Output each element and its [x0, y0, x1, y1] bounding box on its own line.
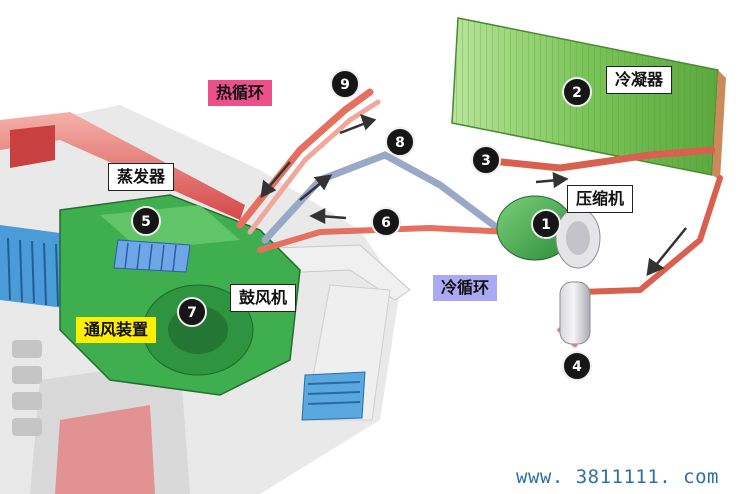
blower-label: 鼓风机 [230, 284, 297, 312]
marker-1: 1 [531, 209, 561, 239]
compressor-label: 压缩机 [567, 185, 634, 213]
marker-6-text: 6 [381, 215, 391, 231]
marker-8: 8 [385, 127, 415, 157]
marker-1-text: 1 [541, 217, 551, 233]
marker-6: 6 [371, 207, 401, 237]
marker-9-text: 9 [340, 77, 350, 93]
watermark-url: www. 3811111. com [516, 466, 719, 488]
marker-5-text: 5 [141, 214, 151, 230]
condenser-label: 冷凝器 [606, 66, 673, 94]
evaporator-core [113, 239, 191, 273]
marker-2-text: 2 [572, 85, 582, 101]
marker-3: 3 [471, 145, 501, 175]
marker-2: 2 [562, 77, 592, 107]
number-markers: 1 2 3 4 5 6 7 8 9 [131, 69, 592, 381]
receiver-drier [559, 281, 591, 345]
marker-7-text: 7 [187, 305, 197, 321]
marker-7: 7 [177, 297, 207, 327]
marker-9: 9 [330, 69, 360, 99]
marker-4-text: 4 [572, 359, 582, 375]
cold-cycle-label: 冷循环 [433, 275, 498, 301]
ventilation-label: 通风装置 [76, 317, 157, 343]
marker-5: 5 [131, 206, 161, 236]
marker-8-text: 8 [395, 135, 405, 151]
evaporator-label: 蒸发器 [108, 163, 175, 191]
flow-arrows [260, 114, 687, 277]
marker-4: 4 [562, 351, 592, 381]
hot-cycle-label: 热循环 [208, 80, 273, 106]
marker-3-text: 3 [481, 153, 491, 169]
